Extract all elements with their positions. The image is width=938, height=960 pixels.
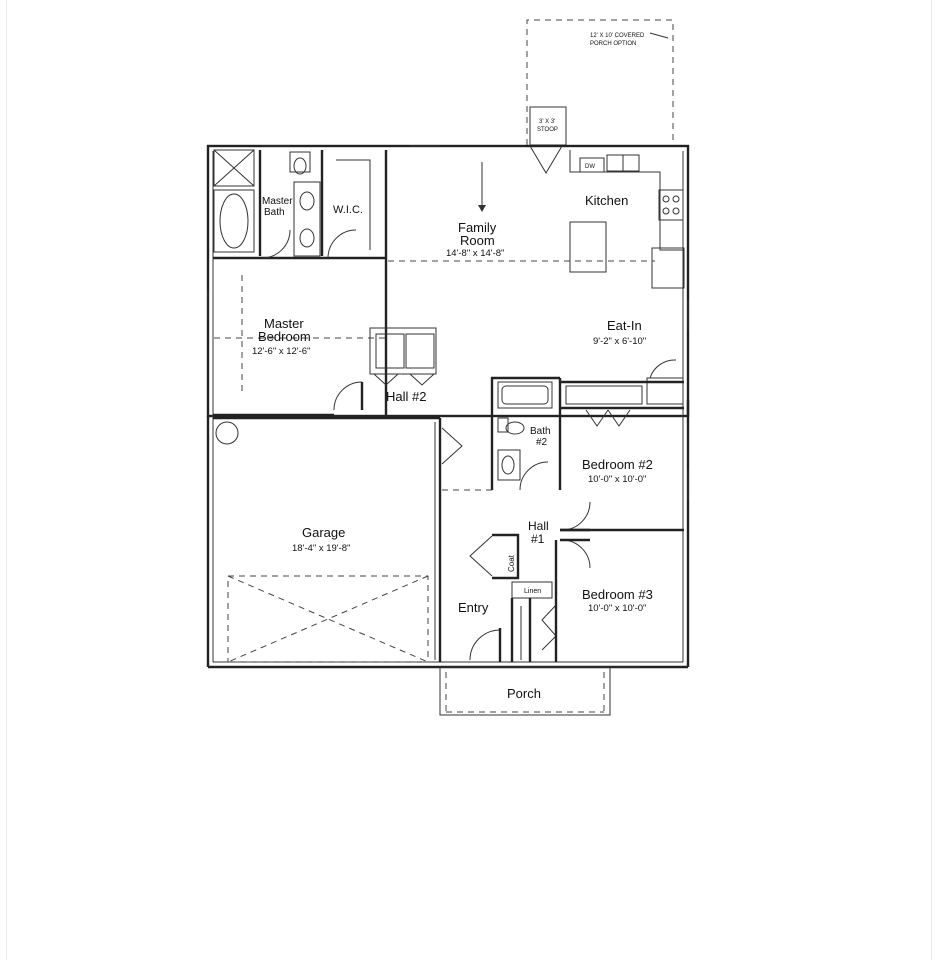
stoop-label-line1: 3' X 3' <box>539 119 555 125</box>
covered-porch-note-line2: PORCH OPTION <box>590 41 636 47</box>
family-room-label-line2: Room <box>460 233 495 248</box>
porch-label: Porch <box>507 686 541 701</box>
hall1-label-line2: #1 <box>531 532 545 546</box>
master-bedroom-label-line2: Bedroom <box>258 329 311 344</box>
bath2-label-line2: #2 <box>536 437 548 448</box>
family-room-arrowhead <box>478 205 486 212</box>
bedroom2-door <box>561 501 591 531</box>
page-frame <box>6 0 932 960</box>
kitchen-counters <box>569 150 685 289</box>
garage-door <box>227 575 429 663</box>
coat-label: Coat <box>507 554 516 572</box>
bedroom3-dimensions: 10'-0" x 10'-0" <box>588 603 646 614</box>
master-bedroom-door <box>333 381 363 411</box>
eat-in-closet <box>646 377 684 405</box>
porch <box>439 666 611 716</box>
hall2-closet <box>369 327 437 386</box>
family-room-label-line1: Family <box>458 220 497 235</box>
bath2-door <box>519 461 549 491</box>
master-bedroom-label-line1: Master <box>264 316 304 331</box>
family-room-dimensions: 14'-8" x 14'-8" <box>446 248 504 259</box>
hall1-label-line1: Hall <box>528 519 549 533</box>
entry-door <box>469 629 501 661</box>
hall2-label: Hall #2 <box>386 389 426 404</box>
stoop-label-line2: STOOP <box>537 127 558 133</box>
bedroom2-label: Bedroom #2 <box>582 457 653 472</box>
master-bath-door <box>261 229 291 259</box>
kitchen-label: Kitchen <box>585 193 628 208</box>
covered-porch-note-line1: 12' X 10' COVERED <box>590 33 645 39</box>
eat-in-label: Eat-In <box>607 318 642 333</box>
bath2-label-line1: Bath <box>530 426 551 437</box>
covered-porch-leader <box>649 32 669 39</box>
dishwasher-label: DW <box>585 164 595 170</box>
entry-label: Entry <box>458 600 489 615</box>
bedroom2-dimensions: 10'-0" x 10'-0" <box>588 474 646 485</box>
stoop <box>529 106 567 146</box>
master-bath-label-line2: Bath <box>264 207 285 218</box>
garage-label: Garage <box>302 525 345 540</box>
coat-closet <box>469 533 520 580</box>
garage-walls <box>213 416 492 662</box>
eat-in-door <box>649 359 677 379</box>
bath2-walls <box>490 376 562 490</box>
eat-in-dimensions: 9'-2" x 6'-10" <box>593 336 646 347</box>
master-bath-label-line1: Master <box>262 196 293 207</box>
windows <box>207 145 689 668</box>
linen-label: Linen <box>524 588 541 595</box>
wic-label: W.I.C. <box>333 204 363 216</box>
stoop-door <box>529 145 563 174</box>
covered-porch-outline <box>526 19 674 145</box>
garage-dimensions: 18'-4" x 19'-8" <box>292 543 350 554</box>
bedroom3-label: Bedroom #3 <box>582 587 653 602</box>
master-bath-fixtures <box>213 149 321 257</box>
wic-shelf <box>336 159 371 250</box>
master-bedroom-dimensions: 12'-6" x 12'-6" <box>252 346 310 357</box>
linen-closet <box>510 581 557 662</box>
bedroom3-door <box>561 539 591 569</box>
wic-door <box>327 229 357 259</box>
